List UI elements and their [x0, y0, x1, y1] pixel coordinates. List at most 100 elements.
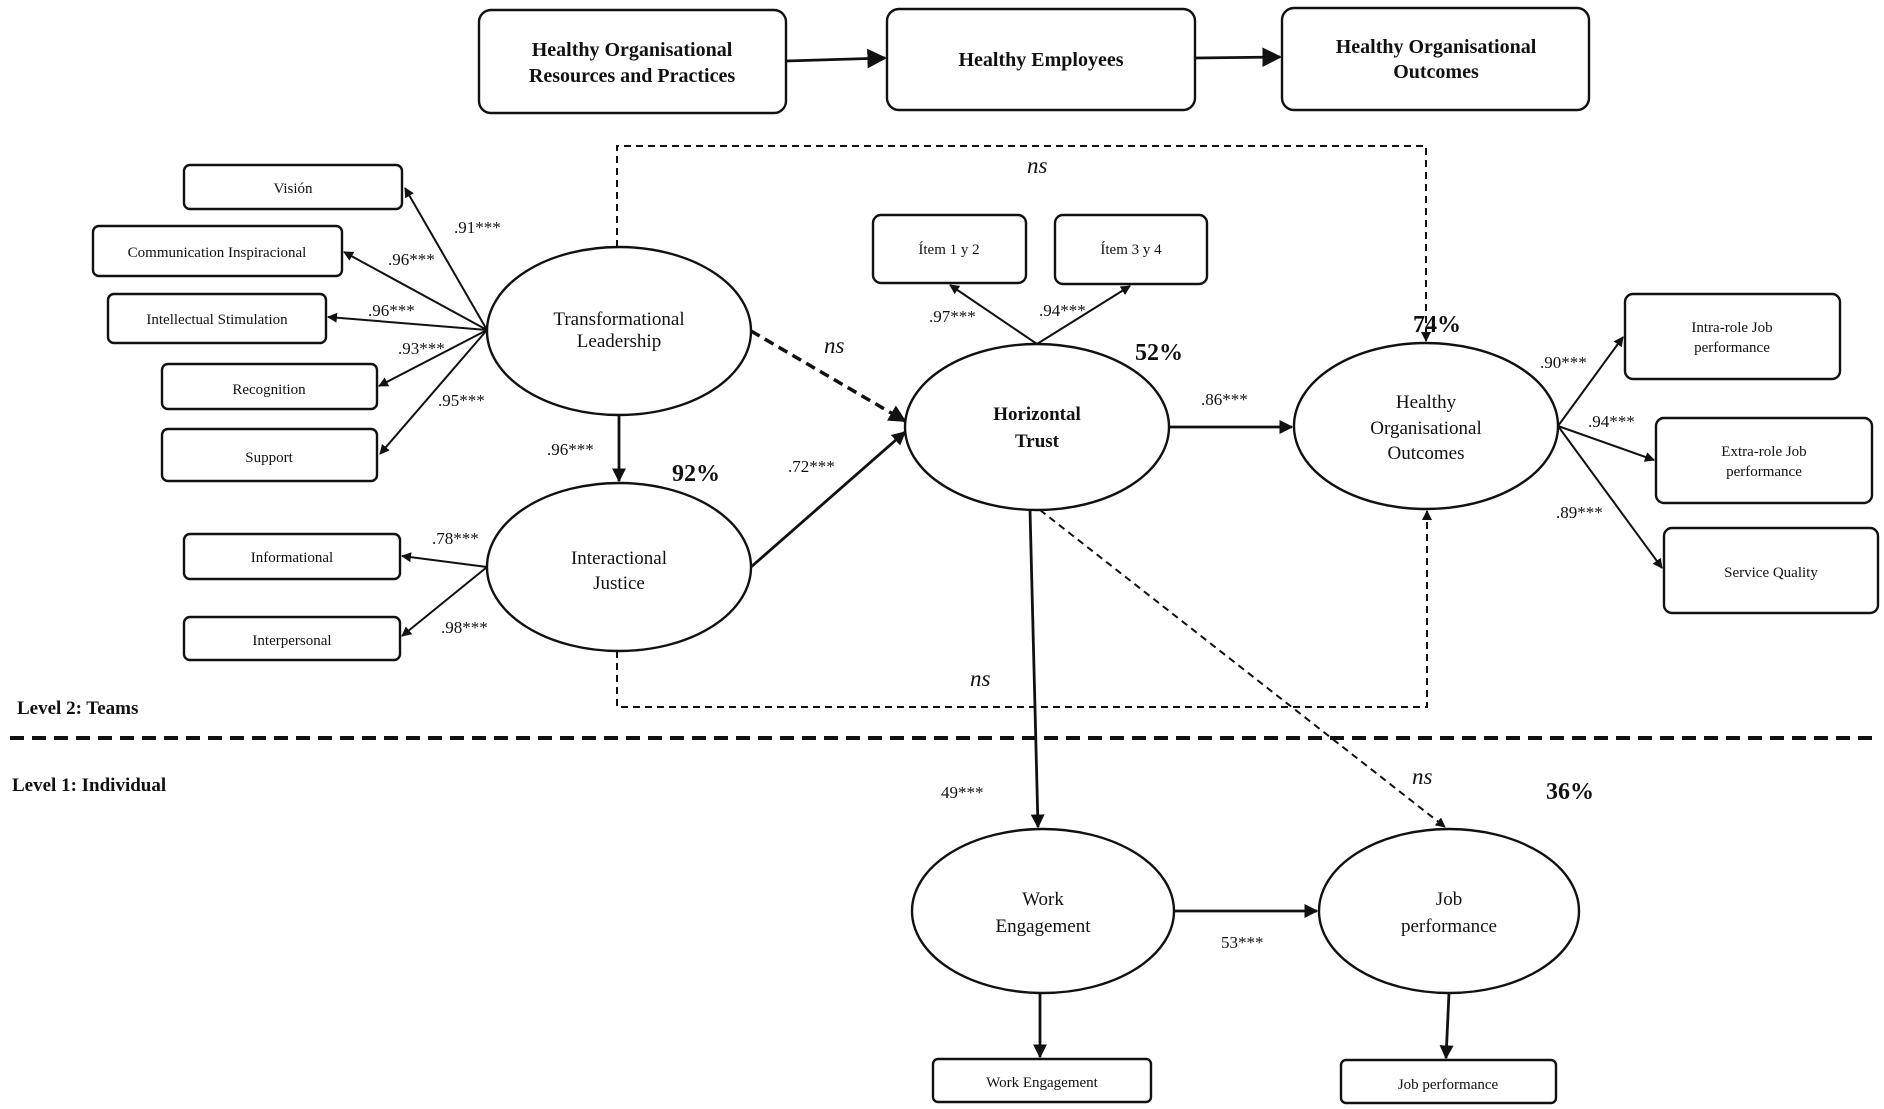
arrow-tl-recognition: [378, 329, 488, 387]
ns-tl-ht: ns: [824, 333, 845, 358]
coef-informational: .78***: [432, 529, 479, 548]
indicator-recognition: [160, 362, 379, 411]
path-ht-jp-ns: [1039, 509, 1446, 828]
latent-work-engagement: [910, 827, 1176, 995]
indicator-vision: [182, 163, 404, 211]
top-box-resources: [477, 8, 788, 115]
tl-indicators: Visión Communication Inspiracional Intel…: [91, 163, 404, 483]
coef-service: .89***: [1556, 503, 1603, 522]
structural-paths: [612, 145, 1454, 1060]
arrow-ht-item12: [949, 284, 1038, 345]
indicator-item12: [871, 213, 1028, 285]
variance-labels: 92% 52% 74% 36%: [672, 312, 1594, 805]
latent-jp-line1: Job: [1436, 889, 1462, 910]
indicator-item34-label: Ítem 3 y 4: [1100, 241, 1162, 258]
top-box-employees-label: Healthy Employees: [959, 49, 1124, 71]
arrow-tl-intellectual: [327, 312, 488, 331]
coef-intellectual: .96***: [368, 301, 415, 320]
ht-loadings: [949, 284, 1131, 345]
arrow-ij-interpersonal: [401, 566, 488, 637]
level1-label: Level 1: Individual: [12, 775, 166, 796]
indicator-extra-line2: performance: [1726, 464, 1802, 480]
ns-ht-jp: ns: [1412, 764, 1433, 789]
top-box-resources-line2: Resources and Practices: [529, 65, 735, 87]
latent-tl-line2: Leadership: [577, 331, 661, 352]
hoo-loadings: [1557, 336, 1663, 569]
latent-ij-line2: Justice: [593, 573, 645, 594]
coef-ij-ht: .72***: [788, 457, 835, 476]
latent-ht-line2: Trust: [1015, 431, 1060, 452]
top-flow: Healthy Organisational Resources and Pra…: [477, 6, 1591, 115]
latent-hoo-line3: Outcomes: [1387, 443, 1464, 464]
indicator-work-engagement-label: Work Engagement: [986, 1075, 1099, 1091]
coef-support: .95***: [438, 391, 485, 410]
level2-label: Level 2: Teams: [17, 698, 138, 719]
indicator-intra-line2: performance: [1694, 340, 1770, 356]
latent-ht-line1: Horizontal: [993, 404, 1081, 425]
coef-vision: .91***: [454, 218, 501, 237]
variance-jp: 36%: [1546, 779, 1594, 805]
coef-we-jp: 53***: [1221, 933, 1264, 952]
latent-variables: Transformational Leadership Interactiona…: [485, 245, 1581, 995]
hoo-indicators: Intra-role Job performance Extra-role Jo…: [1623, 292, 1880, 615]
latent-hoo-line1: Healthy: [1396, 392, 1457, 413]
indicator-interpersonal: [182, 615, 402, 662]
top-box-outcomes-line2: Outcomes: [1393, 61, 1479, 83]
indicator-item12-label: Ítem 1 y 2: [918, 241, 979, 258]
indicator-item34: [1053, 213, 1209, 286]
indicator-work-engagement: [931, 1057, 1153, 1104]
tl-loadings: [327, 187, 488, 455]
coef-extra: .94***: [1588, 412, 1635, 431]
path-tl-hoo-ns: [616, 145, 1431, 342]
ns-labels: ns ns ns ns: [824, 153, 1433, 789]
coef-item12: .97***: [929, 307, 976, 326]
ij-loadings: [401, 552, 488, 637]
top-box-outcomes: [1280, 6, 1591, 112]
top-box-outcomes-line1: Healthy Organisational: [1336, 36, 1537, 58]
top-box-employees: [885, 7, 1197, 112]
indicator-job-performance: [1339, 1058, 1558, 1105]
coef-interpersonal: .98***: [441, 618, 488, 637]
coefficient-labels: .91*** .96*** .96*** .93*** .95*** .96**…: [368, 218, 1635, 952]
top-arrow-1: [785, 48, 887, 69]
indicator-service-label: Service Quality: [1724, 565, 1818, 581]
arrow-ht-item34: [1036, 285, 1131, 345]
latent-we-line2: Engagement: [996, 916, 1092, 937]
arrow-hoo-intra: [1557, 336, 1624, 427]
latent-job-performance: [1317, 827, 1581, 995]
arrow-tl-support: [379, 329, 488, 455]
arrow-hoo-extra: [1557, 425, 1655, 462]
arrow-ij-informational: [401, 552, 488, 568]
arrow-hoo-service: [1557, 425, 1663, 569]
indicator-inspirational: [91, 224, 344, 278]
top-arrow-2: [1194, 47, 1282, 68]
indicator-support-label: Support: [245, 450, 293, 466]
indicator-recognition-label: Recognition: [232, 382, 306, 398]
latent-we-line1: Work: [1022, 889, 1064, 910]
variance-hoo: 74%: [1413, 312, 1461, 338]
variance-ij: 92%: [672, 461, 720, 487]
path-jp-indicator: [1439, 992, 1454, 1060]
ij-indicators: Informational Interpersonal: [182, 532, 402, 662]
indicator-support: [160, 427, 379, 483]
indicator-service: [1662, 526, 1880, 615]
coef-ht-hoo: .86***: [1201, 390, 1248, 409]
coef-recognition: .93***: [398, 339, 445, 358]
arrow-tl-inspirational: [343, 251, 488, 331]
latent-ij-line1: Interactional: [571, 548, 667, 569]
indicator-intra: [1623, 292, 1842, 381]
ht-indicators: Ítem 1 y 2 Ítem 3 y 4: [871, 213, 1209, 286]
indicator-intellectual: [106, 292, 328, 345]
latent-horizontal-trust: [903, 342, 1171, 512]
top-box-resources-line1: Healthy Organisational: [532, 39, 733, 61]
arrow-tl-vision: [404, 187, 488, 331]
coef-ht-we: 49***: [941, 783, 984, 802]
latent-tl-line1: Transformational: [553, 309, 684, 330]
indicator-intellectual-label: Intellectual Stimulation: [146, 312, 288, 328]
path-tl-ht-ns: [750, 329, 907, 423]
latent-jp-line2: performance: [1401, 916, 1497, 937]
path-ij-hoo-ns: [616, 510, 1432, 708]
indicator-informational-label: Informational: [251, 550, 333, 566]
coef-inspirational: .96***: [388, 250, 435, 269]
